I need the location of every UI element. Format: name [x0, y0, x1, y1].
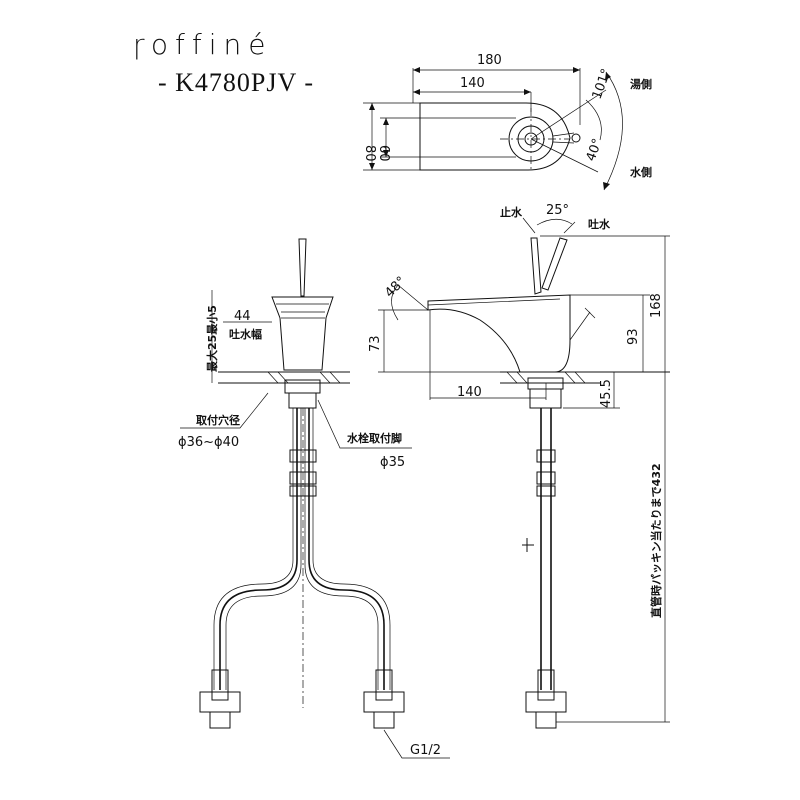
max-thickness-label: 最大25最小5 [205, 305, 219, 372]
side-leg [527, 377, 564, 409]
top-view-lever [552, 132, 575, 144]
front-joint-1 [289, 449, 317, 463]
angle-48-label: 48° [382, 274, 409, 301]
side-lever-open [541, 237, 568, 291]
angle-101-label: 101° [590, 67, 615, 102]
top-view-angle-rays [530, 89, 607, 173]
cold-side-label: 水側 [630, 165, 652, 179]
dim-180-lines [412, 68, 581, 125]
side-lever-stop [530, 237, 542, 295]
front-counter-hatch [267, 371, 341, 384]
front-hose-right-outer [308, 408, 385, 690]
side-lever-rays [522, 217, 576, 234]
side-view: 止水 吐水 25° 48° 73 93 168 140 45.5 直管時パッキン… [368, 203, 670, 729]
side-lever-arc [536, 218, 573, 226]
front-joint-3 [289, 485, 317, 497]
thread-label: G1/2 [410, 743, 441, 758]
front-valve-right [363, 669, 405, 729]
front-leg [284, 379, 321, 409]
leg-leader [317, 399, 412, 449]
leg-value: ϕ35 [380, 455, 405, 470]
front-hose-left-outer [219, 408, 298, 690]
dim-80-60-lines [363, 102, 420, 171]
dim-455-label: 45.5 [599, 379, 614, 408]
top-view-body [419, 102, 571, 171]
dim-455-lines [563, 372, 620, 409]
dim-180-label: 180 [477, 53, 502, 68]
angle-40-label: 40° [584, 137, 606, 164]
mount-hole-label: 取付穴径 [196, 413, 240, 427]
stop-label: 止水 [500, 205, 523, 219]
side-joint-3 [536, 485, 556, 497]
dim-168-label: 168 [649, 293, 664, 318]
front-hose-right-inner [304, 408, 391, 690]
dim-73-lines [378, 309, 500, 373]
mount-hole-value: ϕ36~ϕ40 [178, 435, 239, 450]
side-drain-lever [569, 307, 596, 341]
angle-48-lines [391, 284, 429, 321]
front-lever [298, 238, 307, 297]
dim-44-label: 44 [234, 309, 251, 324]
side-joint-1 [536, 449, 556, 463]
side-hose [540, 408, 552, 690]
dim-432-lines [556, 372, 670, 723]
front-joint-2 [289, 471, 317, 485]
dim-432-label: 直管時パッキン当たりまで432 [649, 463, 663, 618]
leg-label: 水栓取付脚 [347, 431, 402, 445]
front-body [271, 296, 334, 371]
front-counter [218, 371, 350, 384]
dim-93-lines [570, 294, 650, 372]
side-body [427, 294, 571, 373]
dim-80-60-arrows [369, 103, 389, 170]
top-view-outer-arc [603, 71, 623, 191]
side-marker [522, 538, 534, 552]
top-view-inner-lines [420, 117, 516, 158]
dim-93-label: 93 [626, 328, 641, 345]
top-view-inner-arc [585, 99, 602, 141]
side-counter-hatch [506, 371, 586, 384]
front-valve-left [199, 669, 241, 729]
dim-140-top-lines [413, 91, 532, 112]
front-body-detail [276, 303, 329, 319]
front-view: 44 吐水幅 最大25最小5 取付穴径 ϕ36~ϕ40 水栓取付脚 ϕ35 G1… [178, 238, 450, 759]
mount-hole-leader [180, 392, 269, 429]
side-joint-2 [536, 471, 556, 485]
dim-140-side-label: 140 [457, 385, 482, 400]
spout-label: 吐水 [588, 217, 611, 231]
brand-logo: ɼoffiné [133, 28, 273, 61]
spout-width-label: 吐水幅 [229, 327, 262, 341]
model-number: - K4780PJV - [158, 68, 314, 97]
hot-side-label: 湯側 [630, 77, 652, 91]
side-valve [525, 669, 567, 729]
dim-60-label: 60 [376, 145, 391, 162]
top-view: 180 140 80 60 101° 40° 湯側 水側 [362, 53, 652, 191]
front-hose-left-inner [213, 408, 302, 690]
dim-140-side-lines [429, 310, 547, 400]
top-view-lever-knob [571, 133, 581, 143]
side-body-detail [427, 298, 561, 306]
dim-73-label: 73 [368, 335, 383, 352]
top-view-center-lines [500, 108, 570, 170]
thread-leader [383, 729, 450, 759]
dim-140-top-label: 140 [460, 76, 485, 91]
angle-25-label: 25° [546, 203, 569, 218]
dim-168-lines [540, 235, 670, 372]
dim-80-label: 80 [362, 145, 377, 162]
